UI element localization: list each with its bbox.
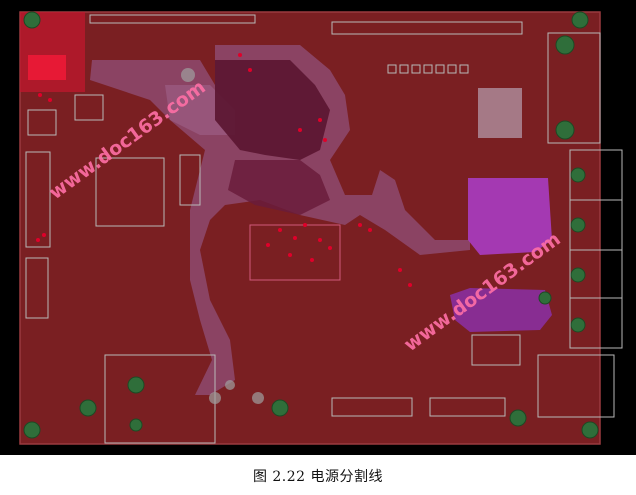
header-left xyxy=(25,151,51,248)
via-field xyxy=(36,53,412,287)
mounting-pads xyxy=(23,11,599,439)
top-header-2 xyxy=(89,14,256,24)
connector-strip-vertical xyxy=(179,154,201,206)
chip-outline-left xyxy=(95,157,165,227)
chip-top-right xyxy=(478,88,522,138)
connector-outline-bottom xyxy=(537,354,615,418)
power-plane-main xyxy=(90,45,470,395)
pcb-layout-image: www.doc163.com www.doc163.com xyxy=(19,11,623,445)
power-plane-purple-2 xyxy=(450,288,552,332)
connector-outline-4 xyxy=(569,297,623,349)
pcb-figure: www.doc163.com www.doc163.com xyxy=(0,0,636,455)
power-plane-dark-region-2 xyxy=(228,160,330,215)
chip-outline-center xyxy=(249,224,341,281)
figure-caption: 图 2.22 电源分割线 xyxy=(252,469,384,485)
power-plane-dark-region xyxy=(215,60,330,160)
connector-outline-top xyxy=(547,32,601,144)
power-input-pad xyxy=(28,55,66,80)
top-header xyxy=(331,21,523,35)
component-left-box-2 xyxy=(74,94,104,121)
bottom-header-2 xyxy=(429,397,506,417)
header-left-2 xyxy=(25,257,49,319)
power-plane-purple xyxy=(468,178,552,255)
via-pads xyxy=(181,68,264,404)
pad-row-top xyxy=(387,64,469,74)
component-left-box xyxy=(27,109,57,136)
bottom-header xyxy=(331,397,413,417)
component-bottom-right xyxy=(471,334,521,366)
